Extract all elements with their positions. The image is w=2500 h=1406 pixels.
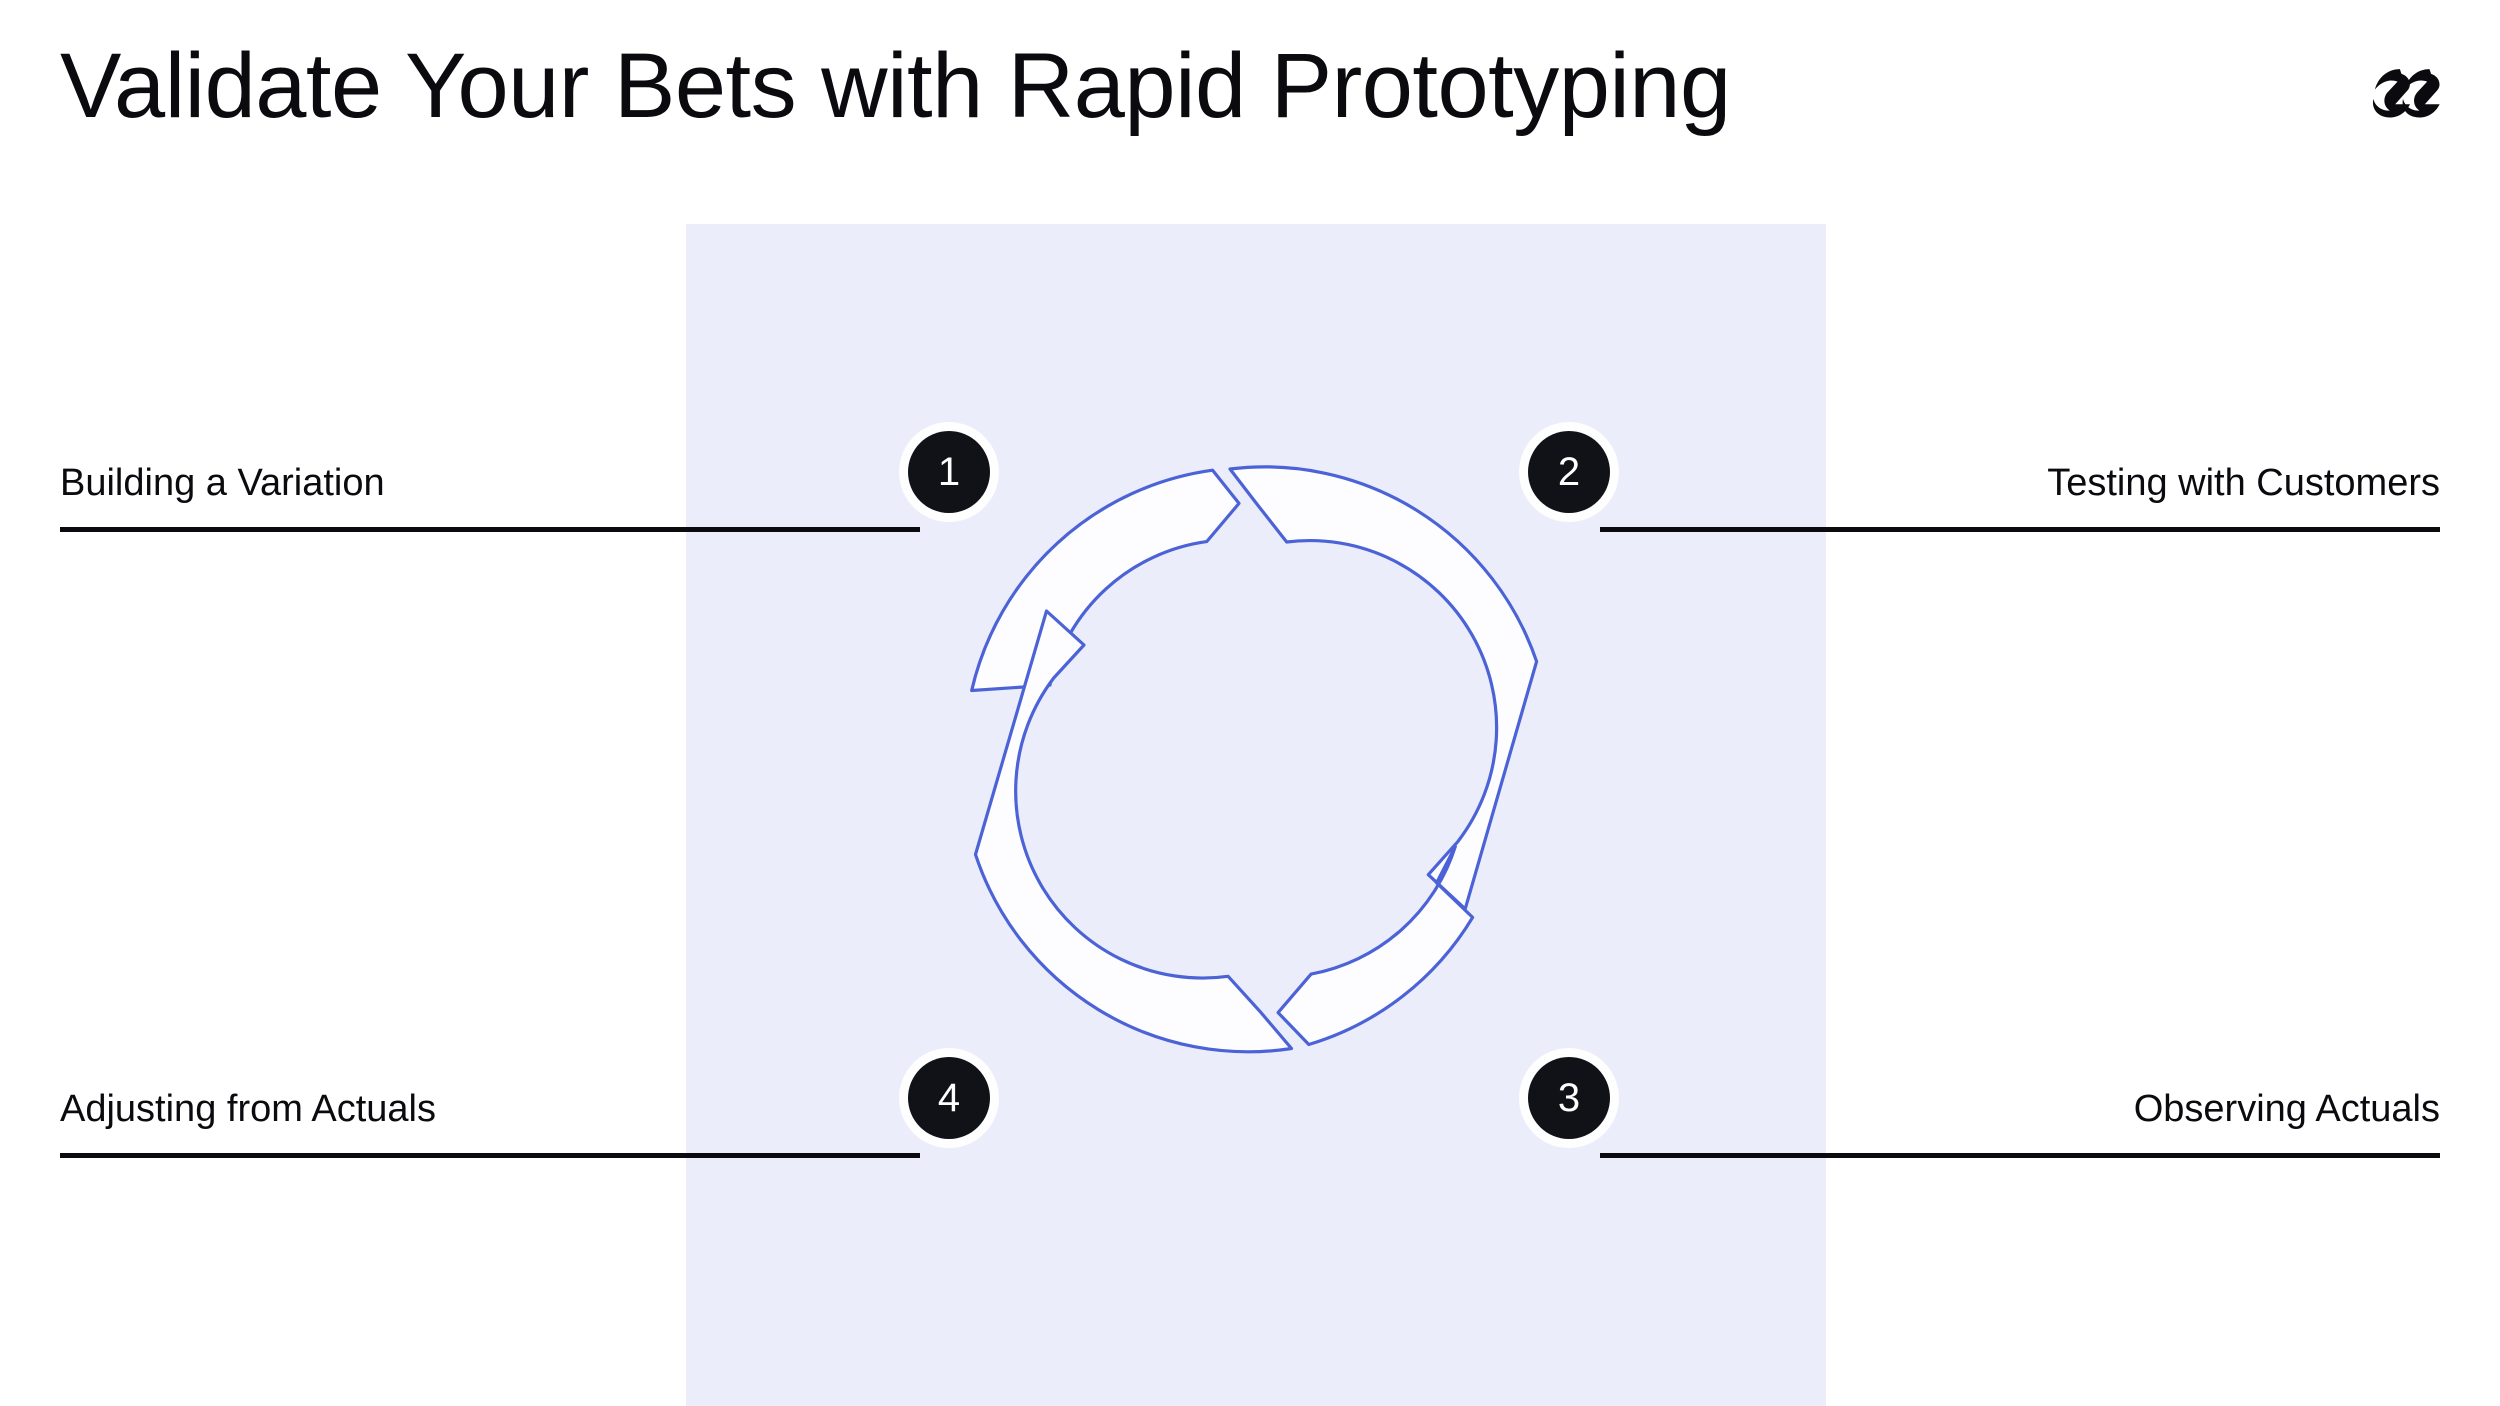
connector-line-4 [60,1153,920,1158]
step-badge-3-number: 3 [1557,1075,1581,1120]
connector-row-step-4: Adjusting from Actuals [60,1038,920,1158]
ring-segment-3 [1276,844,1475,1047]
ring-segment-4 [973,609,1294,1054]
step-badge-4-number: 4 [937,1075,961,1120]
step-label-1: Building a Variation [60,462,385,504]
step-badge-3[interactable]: 3 [1528,1057,1610,1139]
step-label-2: Testing with Customers [2047,462,2440,504]
cycle-ring-diagram [953,455,1563,1065]
ring-segment-2 [1228,465,1539,911]
step-badge-2-number: 2 [1557,449,1581,494]
connector-row-step-1: Building a Variation [60,412,920,532]
step-label-4: Adjusting from Actuals [60,1088,436,1130]
step-badge-1[interactable]: 1 [908,431,990,513]
connector-row-step-3: Observing Actuals [1600,1038,2440,1158]
step-label-3: Observing Actuals [2133,1088,2440,1130]
connector-row-step-2: Testing with Customers [1600,412,2440,532]
page-title: Validate Your Bets with Rapid Prototypin… [60,35,1731,137]
ring-segment-1 [970,468,1241,693]
step-badge-4[interactable]: 4 [908,1057,990,1139]
center-backdrop-panel [686,224,1826,1406]
connector-line-1 [60,527,920,532]
connector-line-3 [1600,1153,2440,1158]
step-badge-1-number: 1 [937,449,961,494]
connector-line-2 [1600,527,2440,532]
double-swoosh-logo-icon [2364,52,2442,130]
step-badge-2[interactable]: 2 [1528,431,1610,513]
